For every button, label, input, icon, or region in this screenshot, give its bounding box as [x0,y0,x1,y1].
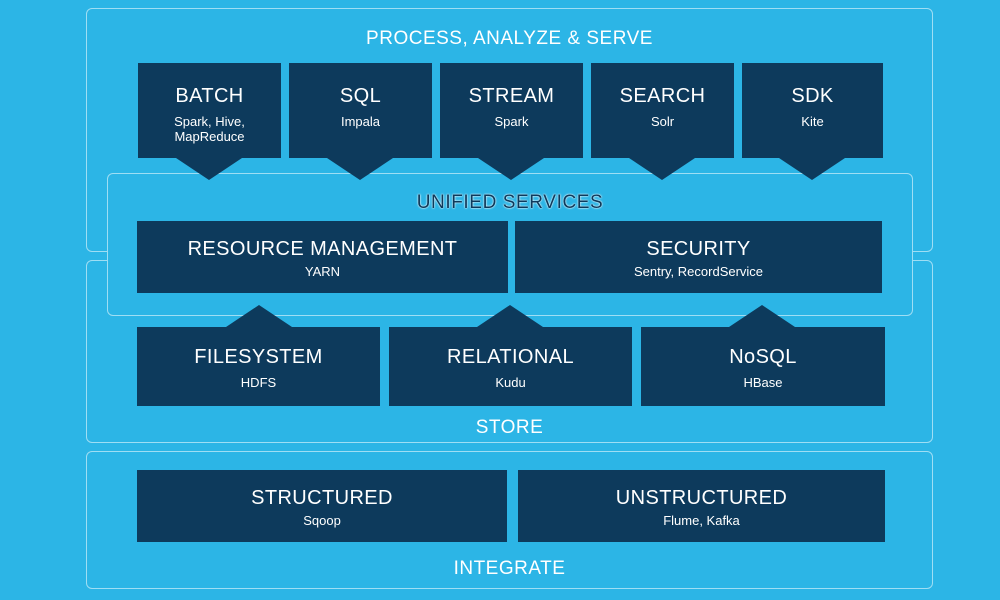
nosql-title: NoSQL [729,346,797,368]
nosql-arrow [729,305,795,327]
nosql-box: NoSQL HBase [641,327,885,406]
sql-arrow [327,158,393,180]
filesystem-title: FILESYSTEM [194,346,323,368]
security-subtitle: Sentry, RecordService [633,264,764,279]
security-box: SECURITY Sentry, RecordService [515,221,882,293]
batch-subtitle: Spark, Hive, MapReduce [174,114,245,144]
stream-title: STREAM [468,85,555,107]
sql-subtitle: Impala [340,114,381,129]
process-section-title: PROCESS, ANALYZE & SERVE [366,28,653,49]
stream-box: STREAM Spark [440,63,583,158]
structured-box: STRUCTURED Sqoop [137,470,507,542]
sql-box: SQL Impala [289,63,432,158]
relational-subtitle: Kudu [495,375,526,390]
unified-section-title: UNIFIED SERVICES [416,192,604,213]
stream-arrow [478,158,544,180]
search-title: SEARCH [619,85,706,107]
relational-arrow [477,305,543,327]
security-title: SECURITY [646,238,751,260]
relational-title: RELATIONAL [447,346,574,368]
integrate-section-title: INTEGRATE [453,558,566,579]
unstructured-subtitle: Flume, Kafka [663,513,740,528]
relational-box: RELATIONAL Kudu [389,327,632,406]
unstructured-title: UNSTRUCTURED [615,487,788,509]
sdk-box: SDK Kite [742,63,883,158]
sdk-subtitle: Kite [801,114,824,129]
sql-title: SQL [339,85,382,107]
sdk-arrow [779,158,845,180]
structured-title: STRUCTURED [251,487,393,509]
resource-management-title: RESOURCE MANAGEMENT [187,238,458,260]
search-subtitle: Solr [650,114,675,129]
filesystem-arrow [226,305,292,327]
structured-subtitle: Sqoop [303,513,341,528]
batch-title: BATCH [175,85,244,107]
batch-box: BATCH Spark, Hive, MapReduce [138,63,281,158]
filesystem-box: FILESYSTEM HDFS [137,327,380,406]
unstructured-box: UNSTRUCTURED Flume, Kafka [518,470,885,542]
batch-arrow [176,158,242,180]
nosql-subtitle: HBase [743,375,783,390]
resource-management-box: RESOURCE MANAGEMENT YARN [137,221,508,293]
stream-subtitle: Spark [494,114,529,129]
search-box: SEARCH Solr [591,63,734,158]
filesystem-subtitle: HDFS [240,375,277,390]
sdk-title: SDK [791,85,834,107]
resource-management-subtitle: YARN [304,264,341,279]
store-section-title: STORE [475,417,544,438]
integrate-frame [86,451,933,589]
search-arrow [629,158,695,180]
